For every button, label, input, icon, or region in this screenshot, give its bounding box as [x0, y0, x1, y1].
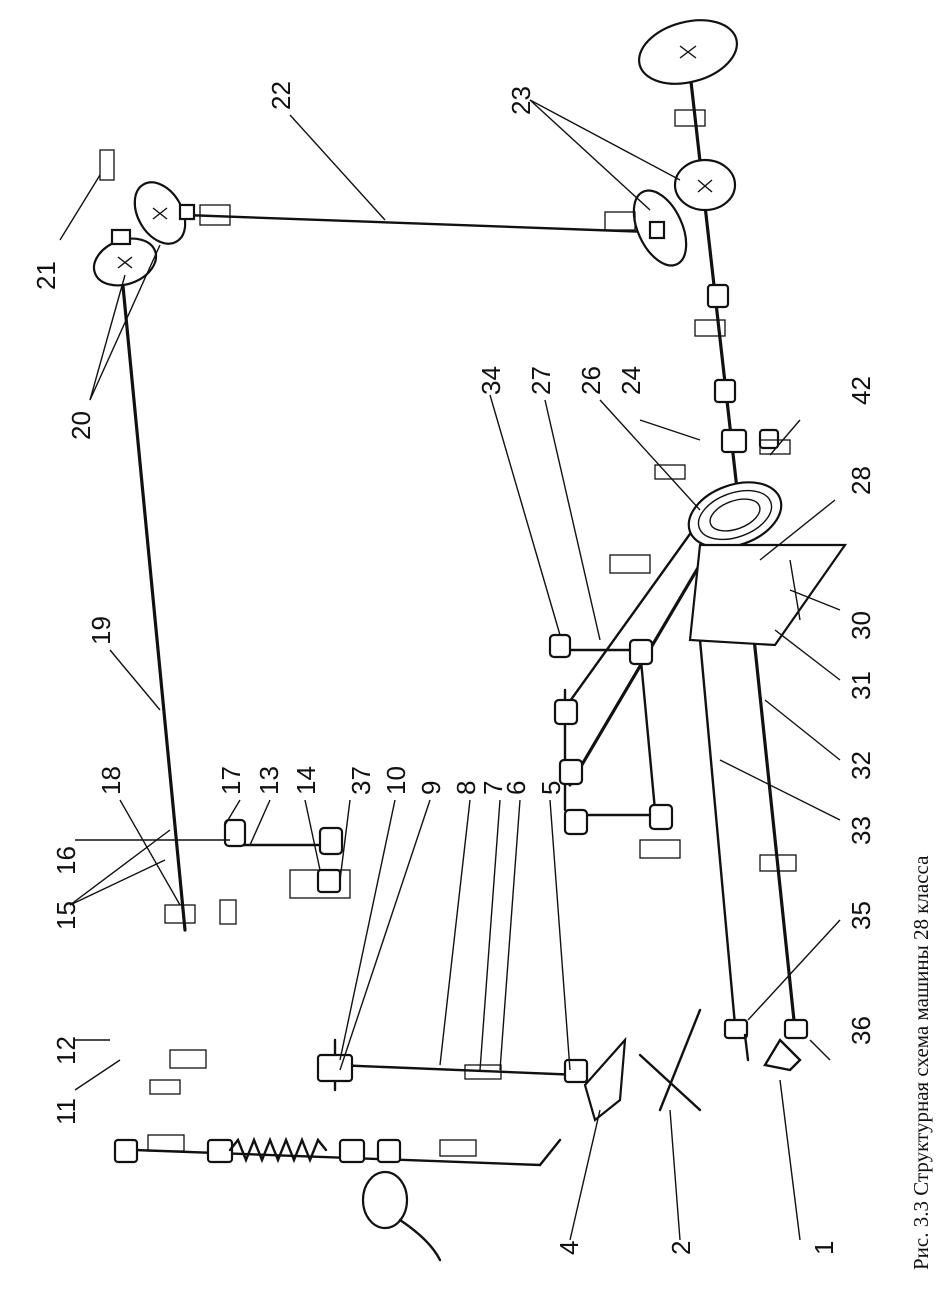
callout-32: 32	[846, 751, 876, 780]
callout-36: 36	[846, 1016, 876, 1045]
figure-caption: Рис. 3.3 Структурная схема машины 28 кла…	[909, 855, 933, 1270]
callout-30: 30	[846, 611, 876, 640]
callout-numbers: 1 2 4 5 6 7 8 9 10 11 12 13 14 15 16 17 …	[31, 81, 876, 1255]
callout-13: 13	[254, 766, 284, 795]
shaft-22	[183, 213, 652, 234]
callout-2: 2	[666, 1241, 696, 1255]
link-mid-b	[638, 648, 657, 812]
callout-14: 14	[291, 766, 321, 795]
shaft-32	[748, 598, 797, 1032]
callout-8: 8	[451, 781, 481, 795]
leader-lines	[59, 99, 841, 1241]
callout-12: 12	[51, 1036, 81, 1065]
wheels	[92, 19, 798, 1262]
callout-37: 37	[346, 766, 376, 795]
callout-18: 18	[96, 766, 126, 795]
callout-19: 19	[86, 616, 116, 645]
supports	[99, 109, 797, 1157]
callout-4: 4	[554, 1241, 584, 1255]
callout-23: 23	[506, 86, 536, 115]
callout-16: 16	[51, 846, 81, 875]
shaft-19	[118, 253, 187, 932]
callout-11: 11	[51, 1098, 81, 1125]
callout-17: 17	[216, 766, 246, 795]
shaft-8	[333, 1063, 582, 1077]
shaft-33	[698, 638, 737, 1027]
callout-7: 7	[478, 781, 508, 795]
spring	[228, 1136, 328, 1164]
callout-34: 34	[476, 366, 506, 395]
callout-6: 6	[501, 781, 531, 795]
plate-30	[688, 543, 848, 647]
shaft-27	[558, 518, 702, 717]
presser-parts	[583, 1008, 802, 1122]
callout-5: 5	[536, 781, 566, 795]
wheel-23-a	[673, 158, 737, 212]
callout-26: 26	[576, 366, 606, 395]
callout-22: 22	[266, 81, 296, 110]
callout-24: 24	[616, 366, 646, 395]
couplings	[113, 283, 809, 1164]
left-drive-link	[538, 1138, 562, 1167]
callout-20: 20	[66, 411, 96, 440]
callout-21: 21	[31, 261, 61, 290]
callout-15: 15	[51, 901, 81, 930]
callout-27: 27	[526, 366, 556, 395]
callout-10: 10	[381, 766, 411, 795]
callout-1: 1	[809, 1241, 839, 1255]
left-drive-shaft	[133, 1148, 542, 1167]
callout-31: 31	[846, 671, 876, 700]
rotary-hook	[687, 481, 783, 549]
handwheel-bottom	[361, 1170, 409, 1230]
callout-35: 35	[846, 901, 876, 930]
callout-28: 28	[846, 466, 876, 495]
callout-9: 9	[416, 781, 446, 795]
callout-42: 42	[846, 376, 876, 405]
callout-33: 33	[846, 816, 876, 845]
